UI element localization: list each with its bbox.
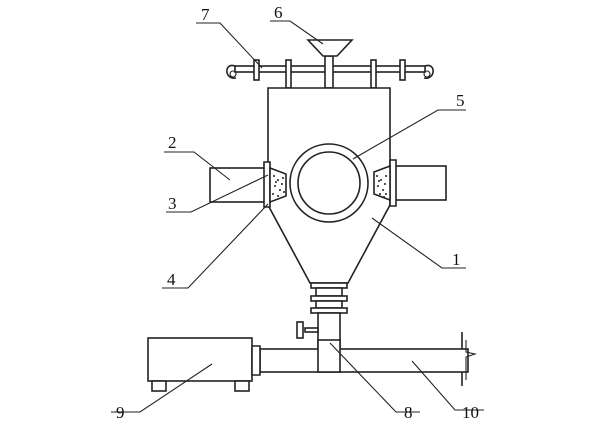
- label-8: 8: [404, 403, 413, 422]
- label-3: 3: [168, 194, 177, 213]
- top-shaft-assembly: [226, 55, 434, 89]
- center-ring: [289, 143, 369, 223]
- label-9: 9: [116, 403, 125, 422]
- left-inlet: [209, 161, 287, 208]
- label-4: 4: [167, 270, 176, 289]
- right-outlet: [373, 159, 447, 207]
- feed-hopper: [306, 39, 354, 57]
- part-labels: 1 2 3 4 5 6 7 8 9 10: [116, 3, 479, 422]
- label-2: 2: [168, 133, 177, 152]
- left-filter-texture: [272, 175, 285, 197]
- pump-motor: [147, 337, 261, 392]
- label-5: 5: [456, 91, 465, 110]
- leader-lines: [111, 20, 484, 413]
- label-10: 10: [462, 403, 479, 422]
- conveying-pipe: [259, 332, 478, 386]
- label-6: 6: [274, 3, 283, 22]
- label-7: 7: [201, 5, 210, 24]
- right-filter-texture: [376, 175, 387, 198]
- label-1: 1: [452, 250, 461, 269]
